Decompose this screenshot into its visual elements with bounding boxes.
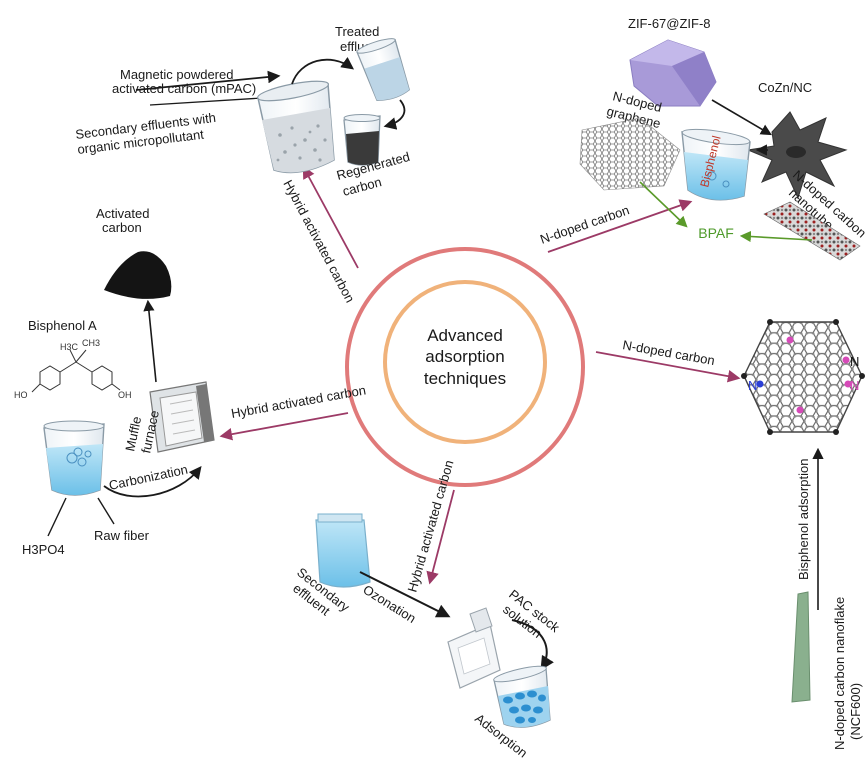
- branch-label-right: N-doped carbon: [621, 337, 715, 368]
- bisphenol-a-label: Bisphenol A: [28, 318, 97, 333]
- nanotube-to-bpaf-arrow: [739, 230, 813, 243]
- center-node: Advanced adsorption techniques: [345, 247, 585, 487]
- bisphenol-beaker: [681, 128, 751, 201]
- muffle-label-line1: Muffle: [122, 415, 144, 453]
- branch-label-top-right: N-doped carbon: [538, 202, 631, 247]
- treated-effluent-beaker: [356, 38, 410, 101]
- ozonation-arrow: [359, 571, 451, 618]
- adsorption-beaker: [493, 665, 551, 728]
- bottom-panel: Secondary effluent Ozonation PAC stock s…: [290, 513, 563, 761]
- pac-to-adsorption-arrow: [511, 619, 554, 671]
- oh-label: OH: [118, 390, 132, 400]
- bpaf-label: BPAF: [698, 225, 734, 241]
- carbonization-label: Carbonization: [108, 462, 190, 493]
- mpac-label-line1: Magnetic powdered: [120, 67, 233, 82]
- n-doped-graphene-flake: [741, 319, 865, 435]
- branch-arrow-top-right: [547, 199, 693, 253]
- nanoflake-label-line2: (NCF600): [848, 683, 863, 740]
- n-nanotube: [763, 201, 861, 261]
- branch-arrow-top: [302, 165, 359, 269]
- h3po4-label: H3PO4: [22, 542, 65, 557]
- branch-arrow-left: [219, 412, 349, 441]
- center-title-line1: Advanced: [427, 326, 503, 345]
- bisphenol-adsorption-label: Bisphenol adsorption: [796, 459, 811, 580]
- furnace-to-carbon-arrow: [143, 299, 157, 383]
- carbonization-arrow: [103, 466, 202, 498]
- zif-label: ZIF-67@ZIF-8: [628, 16, 711, 31]
- to-regen-arrow: [383, 99, 406, 130]
- bisphenol-a-structure: [31, 349, 121, 393]
- branch-arrow-bottom: [426, 489, 455, 585]
- mpac-label-line2: activated carbon (mPAC): [112, 81, 256, 96]
- branch-left: Hybrid activated carbon: [219, 382, 367, 441]
- top-right-panel: ZIF-67@ZIF-8 CoZn/NC N-doped graphene Bi…: [579, 16, 867, 261]
- mpac-beaker: [257, 80, 335, 174]
- right-panel: N N N Bisphenol adsorption N-doped carbo…: [741, 319, 865, 750]
- nanoflake-label-line1: N-doped carbon nanoflake: [832, 597, 847, 750]
- ch3-right-label: CH3: [82, 338, 100, 348]
- inner-ring: [383, 280, 547, 444]
- cozn-label: CoZn/NC: [758, 80, 812, 95]
- outer-ring: [345, 247, 585, 487]
- ch3-left-label: H3C: [60, 342, 79, 352]
- branch-right: N-doped carbon: [595, 337, 741, 383]
- n-graphene-sheet: [579, 117, 681, 191]
- activated-carbon-line1: Activated: [96, 206, 149, 221]
- branch-arrow-right: [595, 351, 741, 383]
- n-atom-label-left: N: [748, 378, 757, 393]
- pac-stock-bottle: [447, 607, 501, 689]
- left-panel: Activated carbon Bisphenol A H3C CH3 HO …: [14, 206, 215, 557]
- n-atom-label-right2: N: [850, 378, 859, 393]
- muffle-furnace: [149, 381, 215, 453]
- raw-fiber-beaker: [43, 420, 105, 496]
- center-title-line3: techniques: [424, 369, 506, 388]
- secondary-effluent-bag: [315, 513, 371, 588]
- top-panel: Magnetic powdered activated carbon (mPAC…: [75, 24, 412, 199]
- to-treated-arrow: [291, 56, 355, 85]
- raw-fiber-label: Raw fiber: [94, 528, 150, 543]
- branch-top-right: N-doped carbon: [538, 199, 693, 253]
- secondary-input-line: [149, 96, 279, 106]
- center-title-line2: adsorption: [425, 347, 504, 366]
- ho-label: HO: [14, 390, 28, 400]
- treated-effluent-line1: Treated: [335, 24, 379, 39]
- activated-carbon-pile: [104, 251, 172, 299]
- zif-to-cozn-arrow: [711, 99, 772, 136]
- mpac-input-arrow: [135, 70, 281, 91]
- activated-carbon-line2: carbon: [102, 220, 142, 235]
- graphene-to-bpaf-arrow: [639, 181, 688, 228]
- h3po4-pointer: [47, 497, 67, 537]
- n-doped-nanoflake: [791, 591, 811, 703]
- zif-crystal: [629, 39, 717, 107]
- regenerated-carbon-beaker: [343, 114, 381, 166]
- branch-label-left: Hybrid activated carbon: [230, 382, 367, 420]
- raw-fiber-pointer: [97, 497, 115, 525]
- n-atom-label-right: N: [850, 354, 859, 369]
